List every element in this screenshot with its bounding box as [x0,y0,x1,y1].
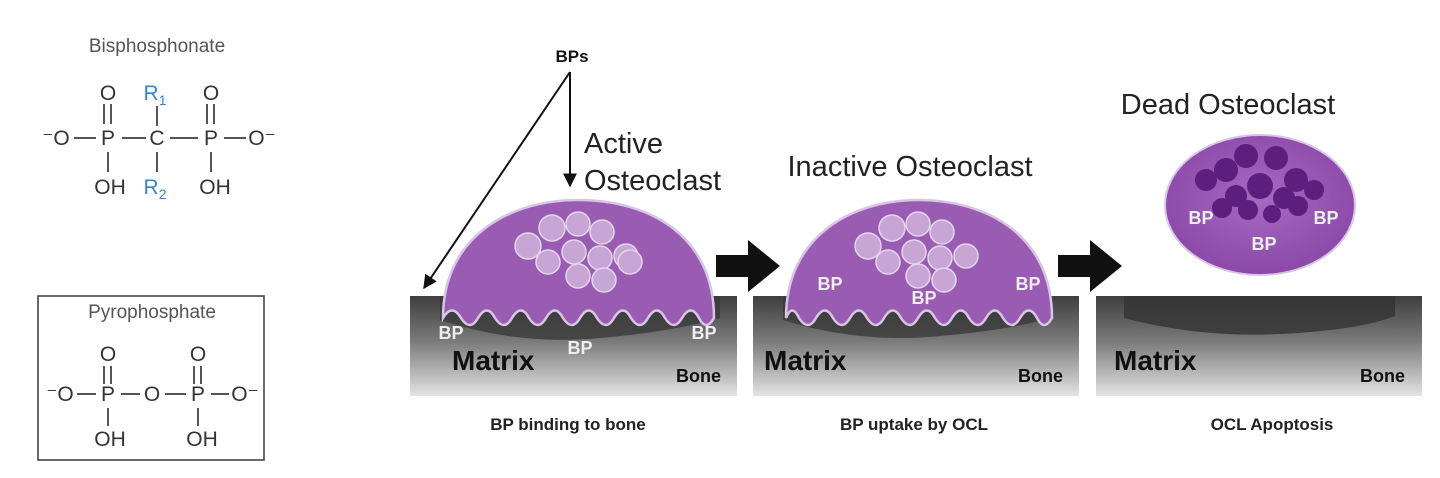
bp-p-left: P [101,127,115,150]
nucleus [927,245,953,271]
nucleus [931,267,957,293]
matrix-label: Matrix [1114,345,1197,376]
panel-caption: OCL Apoptosis [1211,415,1334,434]
panel-bp-binding: BP BP BP Matrix Bone BPs Active Osteocla… [410,47,737,434]
bp-label: BP [817,274,842,294]
nucleus [587,245,613,271]
r2-group: R2 [144,176,167,202]
nucleus [854,232,882,260]
bisphosphonate-title: Bisphosphonate [89,36,225,57]
nucleus [1214,158,1238,182]
inactive-osteoclast-label: Inactive Osteoclast [788,151,1033,183]
nucleus [1195,169,1217,191]
pp-oh-right: OH [186,428,218,451]
r1-subscript: 1 [159,92,167,108]
nucleus [875,249,901,275]
nucleus [617,249,643,275]
bp-p-right: P [204,127,218,150]
nucleus [1247,173,1273,199]
nucleus [535,249,561,275]
pp-o-top-right: O [190,343,206,366]
nucleus [878,214,906,242]
osteoclast-nuclei [854,211,979,293]
bp-label: BP [1313,208,1338,228]
bisphosphonate-structure: Bisphosphonate O O R1 ⁻O P C P O⁻ OH R2 … [42,36,275,202]
pp-o-minus-left: ⁻O [46,383,73,406]
bp-label: BP [1188,208,1213,228]
pp-p-left: P [101,383,115,406]
nucleus [1238,200,1258,220]
bp-label: BP [691,323,716,343]
nucleus [589,219,615,245]
bp-label: BP [911,288,936,308]
active-osteoclast-label-line1: Active [584,128,663,160]
bp-oh-right: OH [199,176,231,199]
bp-label: BP [1015,274,1040,294]
step-arrow [716,240,780,292]
bp-label: BP [438,323,463,343]
nucleus [1288,196,1308,216]
resorption-pit [1124,296,1395,335]
bp-oh-left: OH [94,176,126,199]
nucleus [1234,144,1258,168]
nucleus [1284,168,1308,192]
nucleus [565,211,591,237]
bone-label: Bone [676,366,721,386]
nucleus [901,239,927,265]
step-arrow [1058,240,1122,292]
osteoclast-nuclei [514,211,643,293]
r2-subscript: 2 [159,186,167,202]
nucleus [514,232,542,260]
nucleus [1212,198,1232,218]
nucleus [905,211,931,237]
dead-osteoclast-label: Dead Osteoclast [1121,89,1335,121]
nucleus [1225,185,1247,207]
pp-oh-left: OH [94,428,126,451]
matrix-label: Matrix [764,345,847,376]
panel-caption: BP uptake by OCL [840,415,988,434]
r2-label: R [144,176,159,199]
pp-o-bridge: O [144,383,160,406]
nucleus [1264,146,1288,170]
nucleus [1304,180,1324,200]
nucleus [905,263,931,289]
pp-o-top-left: O [100,343,116,366]
bps-to-bone-arrow [423,71,571,290]
pp-o-minus-right: O⁻ [231,383,258,406]
bp-label: BP [1251,234,1276,254]
active-osteoclast-label-line2: Osteoclast [584,165,721,197]
r1-label: R [144,82,159,105]
nucleus [953,243,979,269]
bp-c-center: C [149,127,164,150]
r1-group: R1 [144,82,167,108]
pp-p-right: P [191,383,205,406]
pyrophosphate-box [37,295,265,461]
bp-o-top-right: O [203,82,219,105]
nucleus [561,239,587,265]
pyrophosphate-title: Pyrophosphate [88,302,216,323]
bp-label: BP [567,338,592,358]
dead-osteoclast [1164,134,1356,276]
panel-ocl-apoptosis: Matrix Bone Dead Osteoclast BP BP BP OCL… [1096,89,1422,434]
nucleus [929,219,955,245]
bp-o-minus-right: O⁻ [248,127,275,150]
nucleus [591,267,617,293]
panel-caption: BP binding to bone [490,415,646,434]
pyrophosphate-structure: Pyrophosphate O O ⁻O P O P O⁻ OH OH [37,295,265,461]
panel-bp-uptake: BP BP BP Matrix Bone Inactive Osteoclast… [753,151,1079,434]
bp-o-top-left: O [100,82,116,105]
bp-o-minus-left: ⁻O [42,127,69,150]
nucleus [1263,205,1281,223]
bps-label: BPs [555,47,588,66]
bone-label: Bone [1018,366,1063,386]
condensed-nuclei [1195,144,1324,223]
bone-label: Bone [1360,366,1405,386]
matrix-label: Matrix [452,345,535,376]
nucleus [538,214,566,242]
nucleus [565,263,591,289]
